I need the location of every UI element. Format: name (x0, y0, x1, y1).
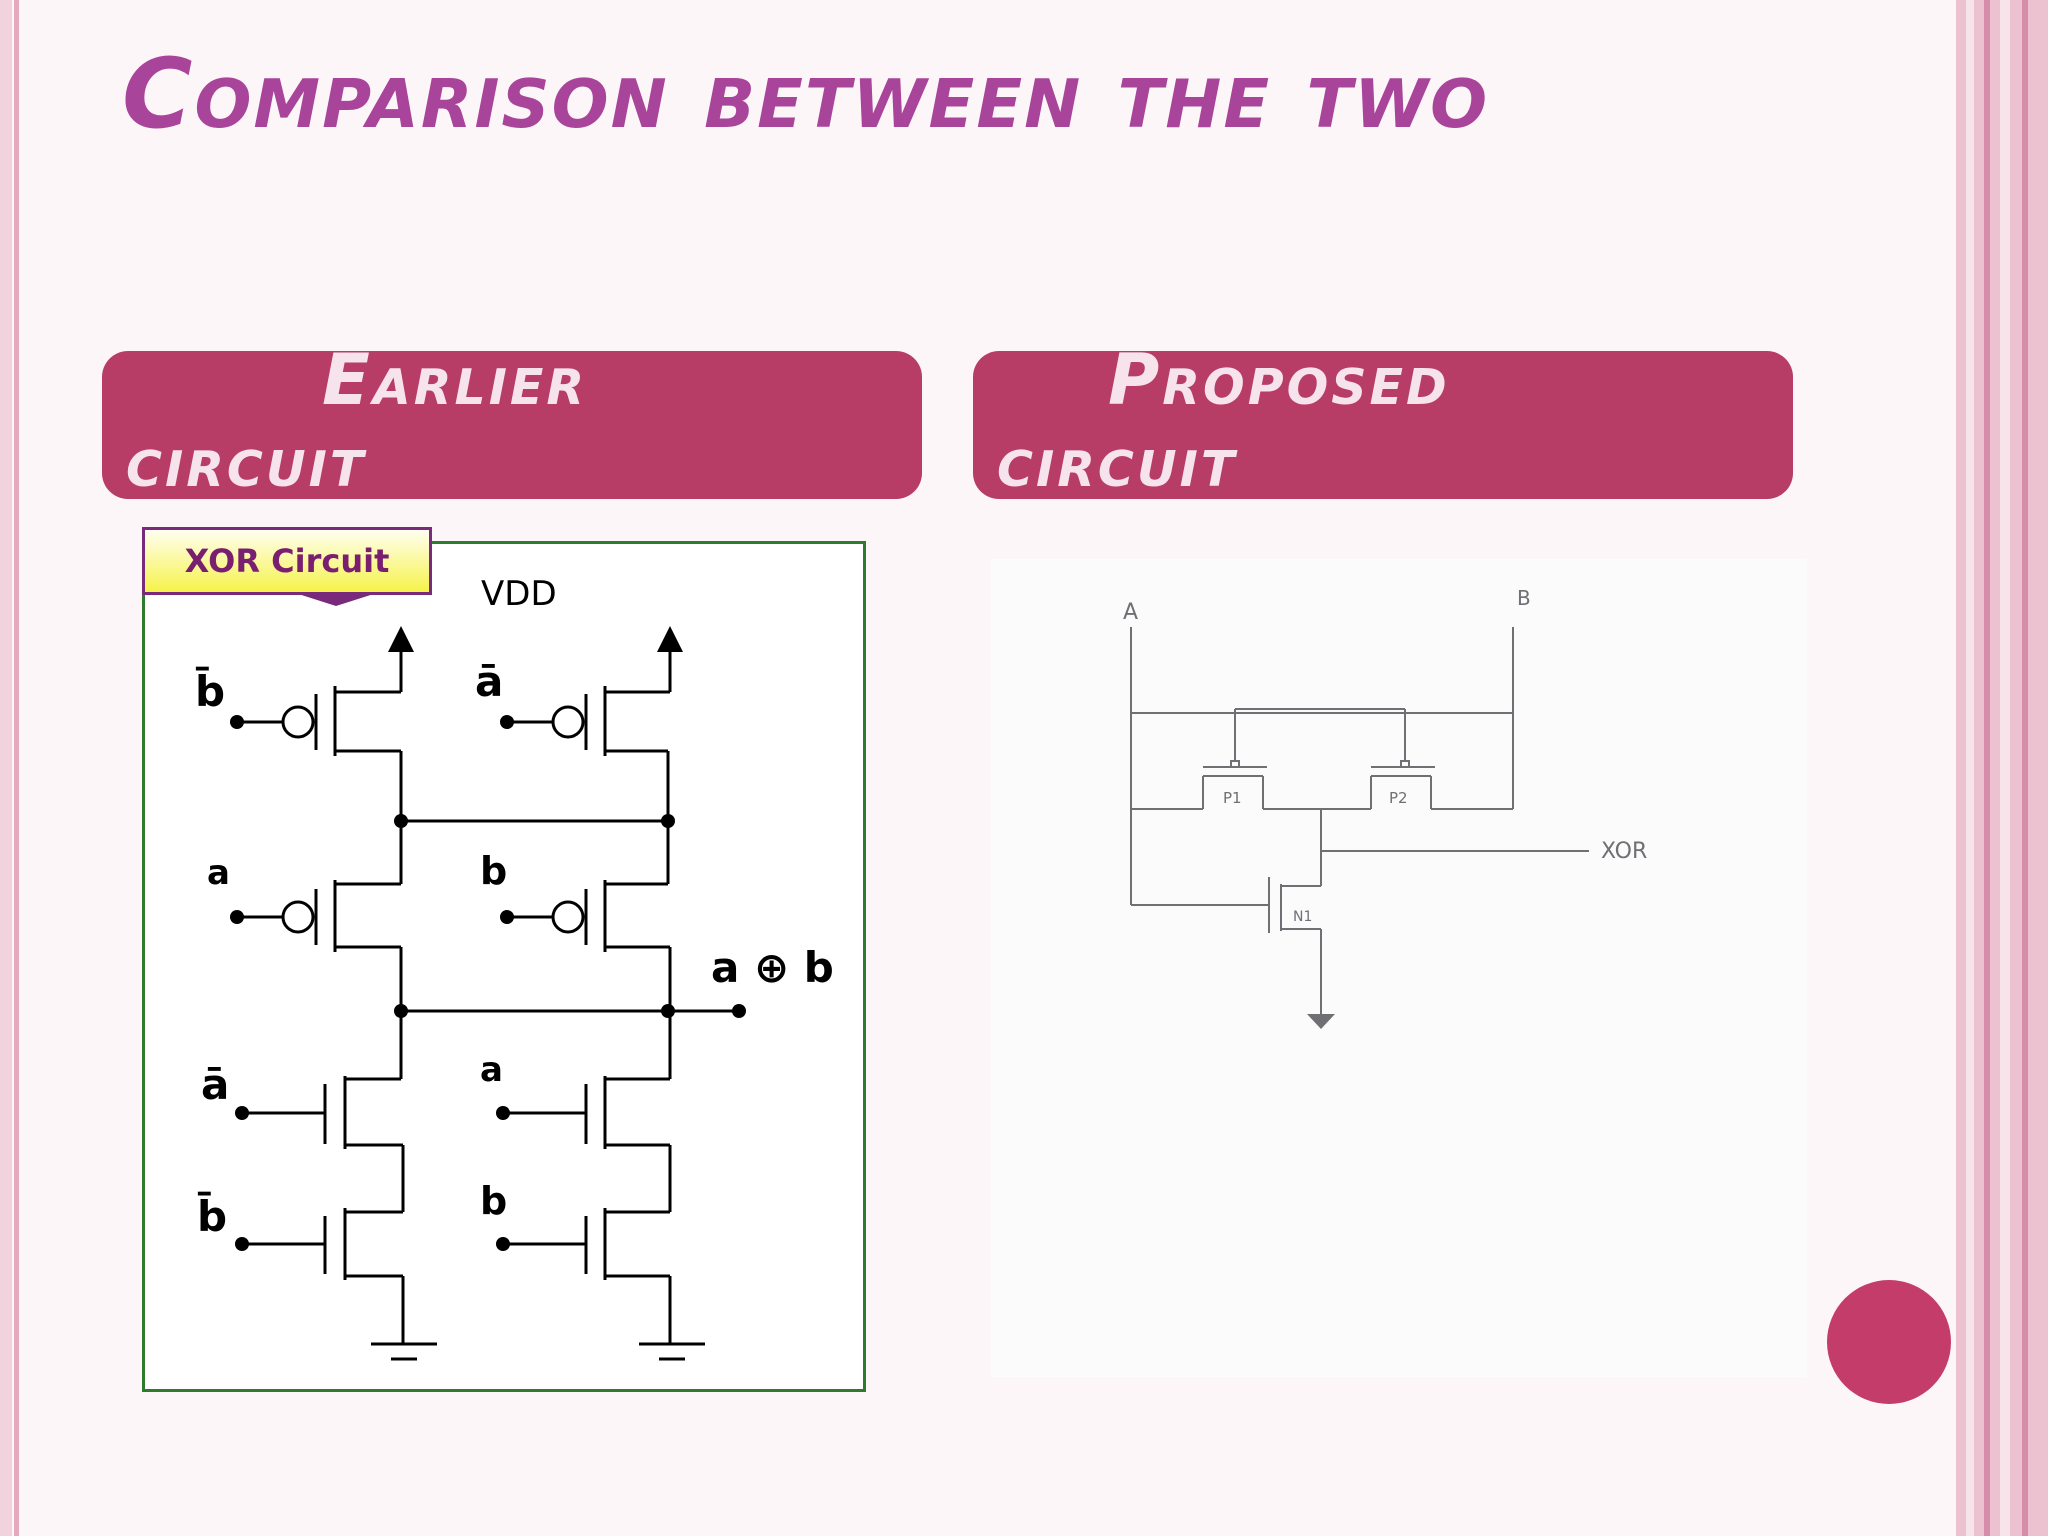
proposed-header-line2: circuit (997, 421, 1238, 499)
slide-title: Comparison between the two (122, 38, 1490, 150)
input-terminal-dot (235, 1106, 249, 1120)
decorative-circle (1827, 1280, 1951, 1404)
ground-symbol (639, 1342, 705, 1361)
pmos-transistor (507, 686, 670, 821)
xor-output-label: XOR (1601, 839, 1647, 864)
nmos-n1 (1131, 877, 1322, 1014)
pmos-p2 (1370, 760, 1435, 809)
input-terminal-dot (230, 715, 244, 729)
xor-circuit-callout: XOR Circuit (142, 527, 432, 595)
ground-symbol (371, 1342, 437, 1361)
input-label: b̄ (197, 1190, 227, 1241)
vdd-arrow-icon (657, 626, 683, 652)
input-label: a (480, 1050, 503, 1090)
input-terminal-dot (496, 1106, 510, 1120)
pmos-p1 (1202, 760, 1267, 809)
junction-dot (661, 814, 675, 828)
output-label: a ⊕ b (711, 943, 834, 992)
input-terminal-dot (230, 910, 244, 924)
pmos-transistor (507, 821, 672, 1011)
earlier-circuit-header: Earlier circuit (102, 351, 922, 499)
junction-dot (661, 1004, 675, 1018)
input-label: b (480, 849, 507, 893)
n1-label: N1 (1293, 909, 1312, 925)
earlier-xor-schematic: VDD b̄ ā a b a ⊕ b ā a b̄ b (195, 574, 834, 1361)
nmos-transistor (237, 1011, 405, 1212)
input-label: b (480, 1179, 507, 1223)
earlier-header-line2: circuit (126, 421, 367, 499)
proposed-circuit-header: Proposed circuit (973, 351, 1793, 499)
output-terminal-dot (732, 1004, 746, 1018)
junction-dot (394, 1004, 408, 1018)
earlier-xor-circuit-diagram: VDD b̄ ā a b a ⊕ b ā a b̄ b (142, 541, 866, 1392)
input-b-label: B (1517, 586, 1531, 610)
input-terminal-dot (496, 1237, 510, 1251)
input-label: ā (475, 657, 503, 706)
right-decorative-line (1966, 0, 1974, 1536)
proposed-header-line1: Proposed (1108, 351, 1450, 421)
pmos-transistor (237, 686, 403, 821)
left-decorative-line (14, 0, 19, 1536)
nmos-transistor (503, 1208, 672, 1344)
input-label: b̄ (195, 665, 225, 716)
vdd-label: VDD (481, 574, 557, 614)
p1-label: P1 (1223, 789, 1242, 807)
callout-tail (292, 592, 380, 606)
input-label: ā (201, 1060, 229, 1109)
pmos-transistor (237, 821, 403, 1011)
vdd-arrow-icon (388, 626, 414, 652)
proposed-xor-circuit-diagram: A B P1 P2 N1 XOR (991, 559, 1807, 1377)
nmos-transistor (503, 1011, 672, 1212)
left-decorative-stripe (0, 0, 12, 1536)
nmos-transistor (237, 1208, 405, 1344)
junction-dot (394, 814, 408, 828)
right-decorative-line (2022, 0, 2028, 1536)
right-decorative-line (1984, 0, 1990, 1536)
proposed-xor-schematic: A B P1 P2 N1 XOR (1123, 586, 1647, 1029)
earlier-header-line1: Earlier (322, 351, 588, 421)
input-a-label: A (1123, 600, 1138, 625)
input-terminal-dot (235, 1237, 249, 1251)
right-decorative-line (2000, 0, 2010, 1536)
p2-label: P2 (1389, 789, 1408, 807)
input-terminal-dot (500, 910, 514, 924)
ground-arrow-icon (1307, 1014, 1335, 1029)
input-terminal-dot (500, 715, 514, 729)
input-label: a (207, 853, 230, 893)
